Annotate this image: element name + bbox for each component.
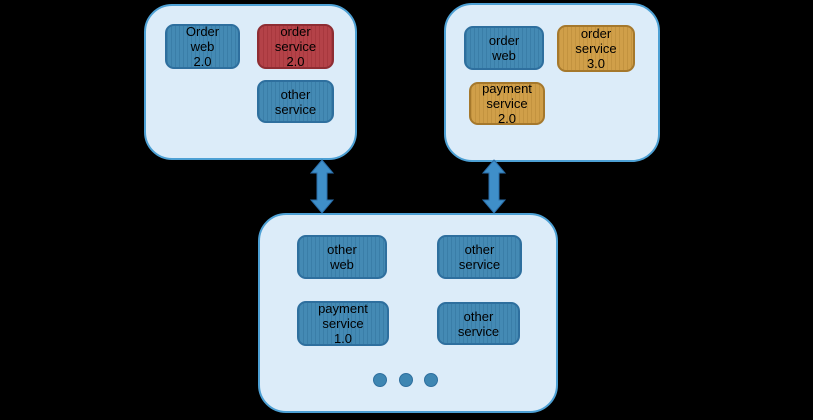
node-order-web-2-0[interactable]: Order web 2.0 [165, 24, 240, 69]
double-arrow-right-shape [481, 159, 507, 214]
container-top-right: order web order service 3.0 payment serv… [444, 3, 660, 162]
double-arrow-left-shape [309, 159, 335, 214]
double-arrow-left [309, 159, 335, 214]
node-order-service-3-0[interactable]: order service 3.0 [557, 25, 635, 72]
ellipsis-dot [399, 373, 413, 387]
double-arrow-right [481, 159, 507, 214]
node-other-service-a[interactable]: other service [257, 80, 334, 123]
container-bottom: other web other service payment service … [258, 213, 558, 413]
node-other-service-c-bottom[interactable]: other service [437, 302, 520, 345]
ellipsis-dot [424, 373, 438, 387]
node-other-web[interactable]: other web [297, 235, 387, 279]
node-payment-service-1-0[interactable]: payment service 1.0 [297, 301, 389, 346]
container-top-left: Order web 2.0 order service 2.0 other se… [144, 4, 357, 160]
node-order-service-2-0[interactable]: order service 2.0 [257, 24, 334, 69]
node-payment-service-2-0[interactable]: payment service 2.0 [469, 81, 545, 126]
node-order-web[interactable]: order web [464, 26, 544, 70]
node-other-service-c-top[interactable]: other service [437, 235, 522, 279]
ellipsis-dot [373, 373, 387, 387]
